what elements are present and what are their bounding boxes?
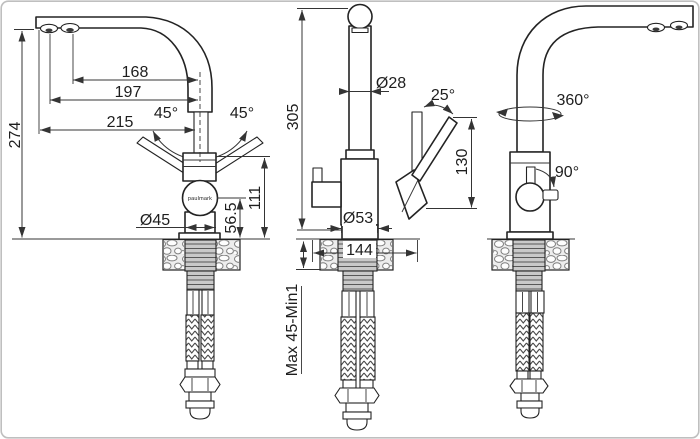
side-outlet-arm — [311, 181, 342, 208]
dim-111-label: 111 — [247, 186, 264, 210]
handle-hub — [182, 152, 217, 182]
dim-168-label: 168 — [122, 64, 149, 81]
mounting-collar — [186, 270, 215, 291]
dim-90-arc — [535, 168, 556, 188]
dim-d45-label: Ø45 — [140, 212, 170, 229]
threaded-shank — [512, 239, 546, 272]
dim-305-label: 305 — [285, 104, 302, 131]
tail-stem — [188, 391, 212, 402]
dim-144-label: 144 — [346, 242, 373, 259]
neck-flange — [345, 149, 375, 160]
hose-ferrule-1 — [186, 360, 199, 370]
aerator-detail — [351, 27, 369, 34]
dim-d28-label: Ø28 — [376, 75, 406, 92]
dim-25-label: 25° — [431, 87, 455, 104]
slab-aggregate-left — [493, 240, 513, 269]
dim-d53-bg — [342, 209, 376, 226]
tail-dome — [189, 407, 211, 420]
angle-45-left-label: 45° — [154, 105, 178, 122]
left-view: paulmark 168 197 215 — [7, 16, 270, 420]
braided-hose-2 — [200, 314, 215, 362]
braided-hose-1 — [340, 316, 357, 381]
mount-range-label: Max 45-Min1 — [284, 284, 301, 377]
dim-56-label: 56.5 — [223, 202, 240, 233]
dim-d53-label: Ø53 — [343, 210, 373, 227]
middle-view: 305 Ø28 25° 130 Ø53 144 Max 45-Min1 — [284, 3, 477, 431]
tail-dome — [346, 418, 368, 431]
hex-nut — [179, 376, 221, 393]
dim-25-arc — [423, 99, 454, 115]
knob-pin — [542, 189, 559, 201]
riser-pipe — [348, 25, 372, 153]
tail-stem — [520, 392, 540, 402]
hex-nut — [334, 387, 380, 404]
tail-ring — [342, 411, 372, 420]
hose-ferrule-2 — [529, 370, 542, 380]
hose-ferrule-1 — [342, 379, 357, 389]
base-flange — [506, 231, 554, 240]
base-cylinder — [341, 224, 379, 240]
aerator-hole-2 — [675, 25, 683, 30]
aerator-hole-2 — [66, 28, 74, 32]
dim-144-bg — [343, 241, 376, 258]
tail-stem — [345, 402, 369, 413]
tail-ring — [516, 400, 543, 409]
riser-neck — [193, 111, 209, 154]
braided-hose-2 — [359, 316, 376, 381]
side-pin — [312, 167, 323, 183]
slab-aggregate-right — [216, 240, 239, 269]
right-view: 360° 90° — [487, 5, 694, 419]
braided-hose-2 — [529, 312, 544, 372]
hex-nut — [509, 378, 549, 394]
threaded-shank — [184, 239, 217, 272]
dim-130-label: 130 — [454, 149, 471, 176]
rotation-ellipse — [498, 106, 562, 122]
tail-ring — [185, 400, 215, 409]
brand-logo: paulmark — [188, 196, 212, 202]
dim-90-label: 90° — [555, 164, 579, 181]
braided-hose-1 — [515, 312, 530, 372]
rotation-arrow-left — [496, 108, 508, 117]
slab-aggregate-left — [321, 240, 338, 269]
aerator-hole-1 — [45, 28, 53, 33]
hose-band — [184, 368, 216, 378]
slab-aggregate-right — [377, 240, 392, 269]
angle-45-right-label: 45° — [230, 105, 254, 122]
base-flange — [178, 232, 221, 241]
hose-ferrule-2 — [359, 379, 374, 389]
slab-aggregate-right — [545, 240, 568, 269]
pivot-edge — [401, 175, 421, 213]
mounting-collar — [515, 270, 543, 292]
slab-aggregate-left — [164, 240, 184, 269]
dim-274-label: 274 — [7, 122, 24, 149]
mounting-collar — [342, 270, 374, 292]
braided-hose-1 — [185, 314, 200, 362]
tail-dome — [520, 407, 540, 419]
hose-ferrule-1 — [516, 370, 529, 380]
spout-ball-top — [347, 3, 373, 30]
dim-360-label: 360° — [556, 92, 589, 109]
hose-ferrule-2 — [201, 360, 214, 370]
valve-knob — [515, 182, 545, 212]
lever-tilted — [411, 116, 458, 182]
dim-197-label: 197 — [115, 84, 142, 101]
dim-215-label: 215 — [107, 114, 134, 131]
spout-outline — [516, 5, 694, 153]
aerator-hole-1 — [652, 27, 660, 32]
rotation-arrow-right — [552, 112, 564, 120]
